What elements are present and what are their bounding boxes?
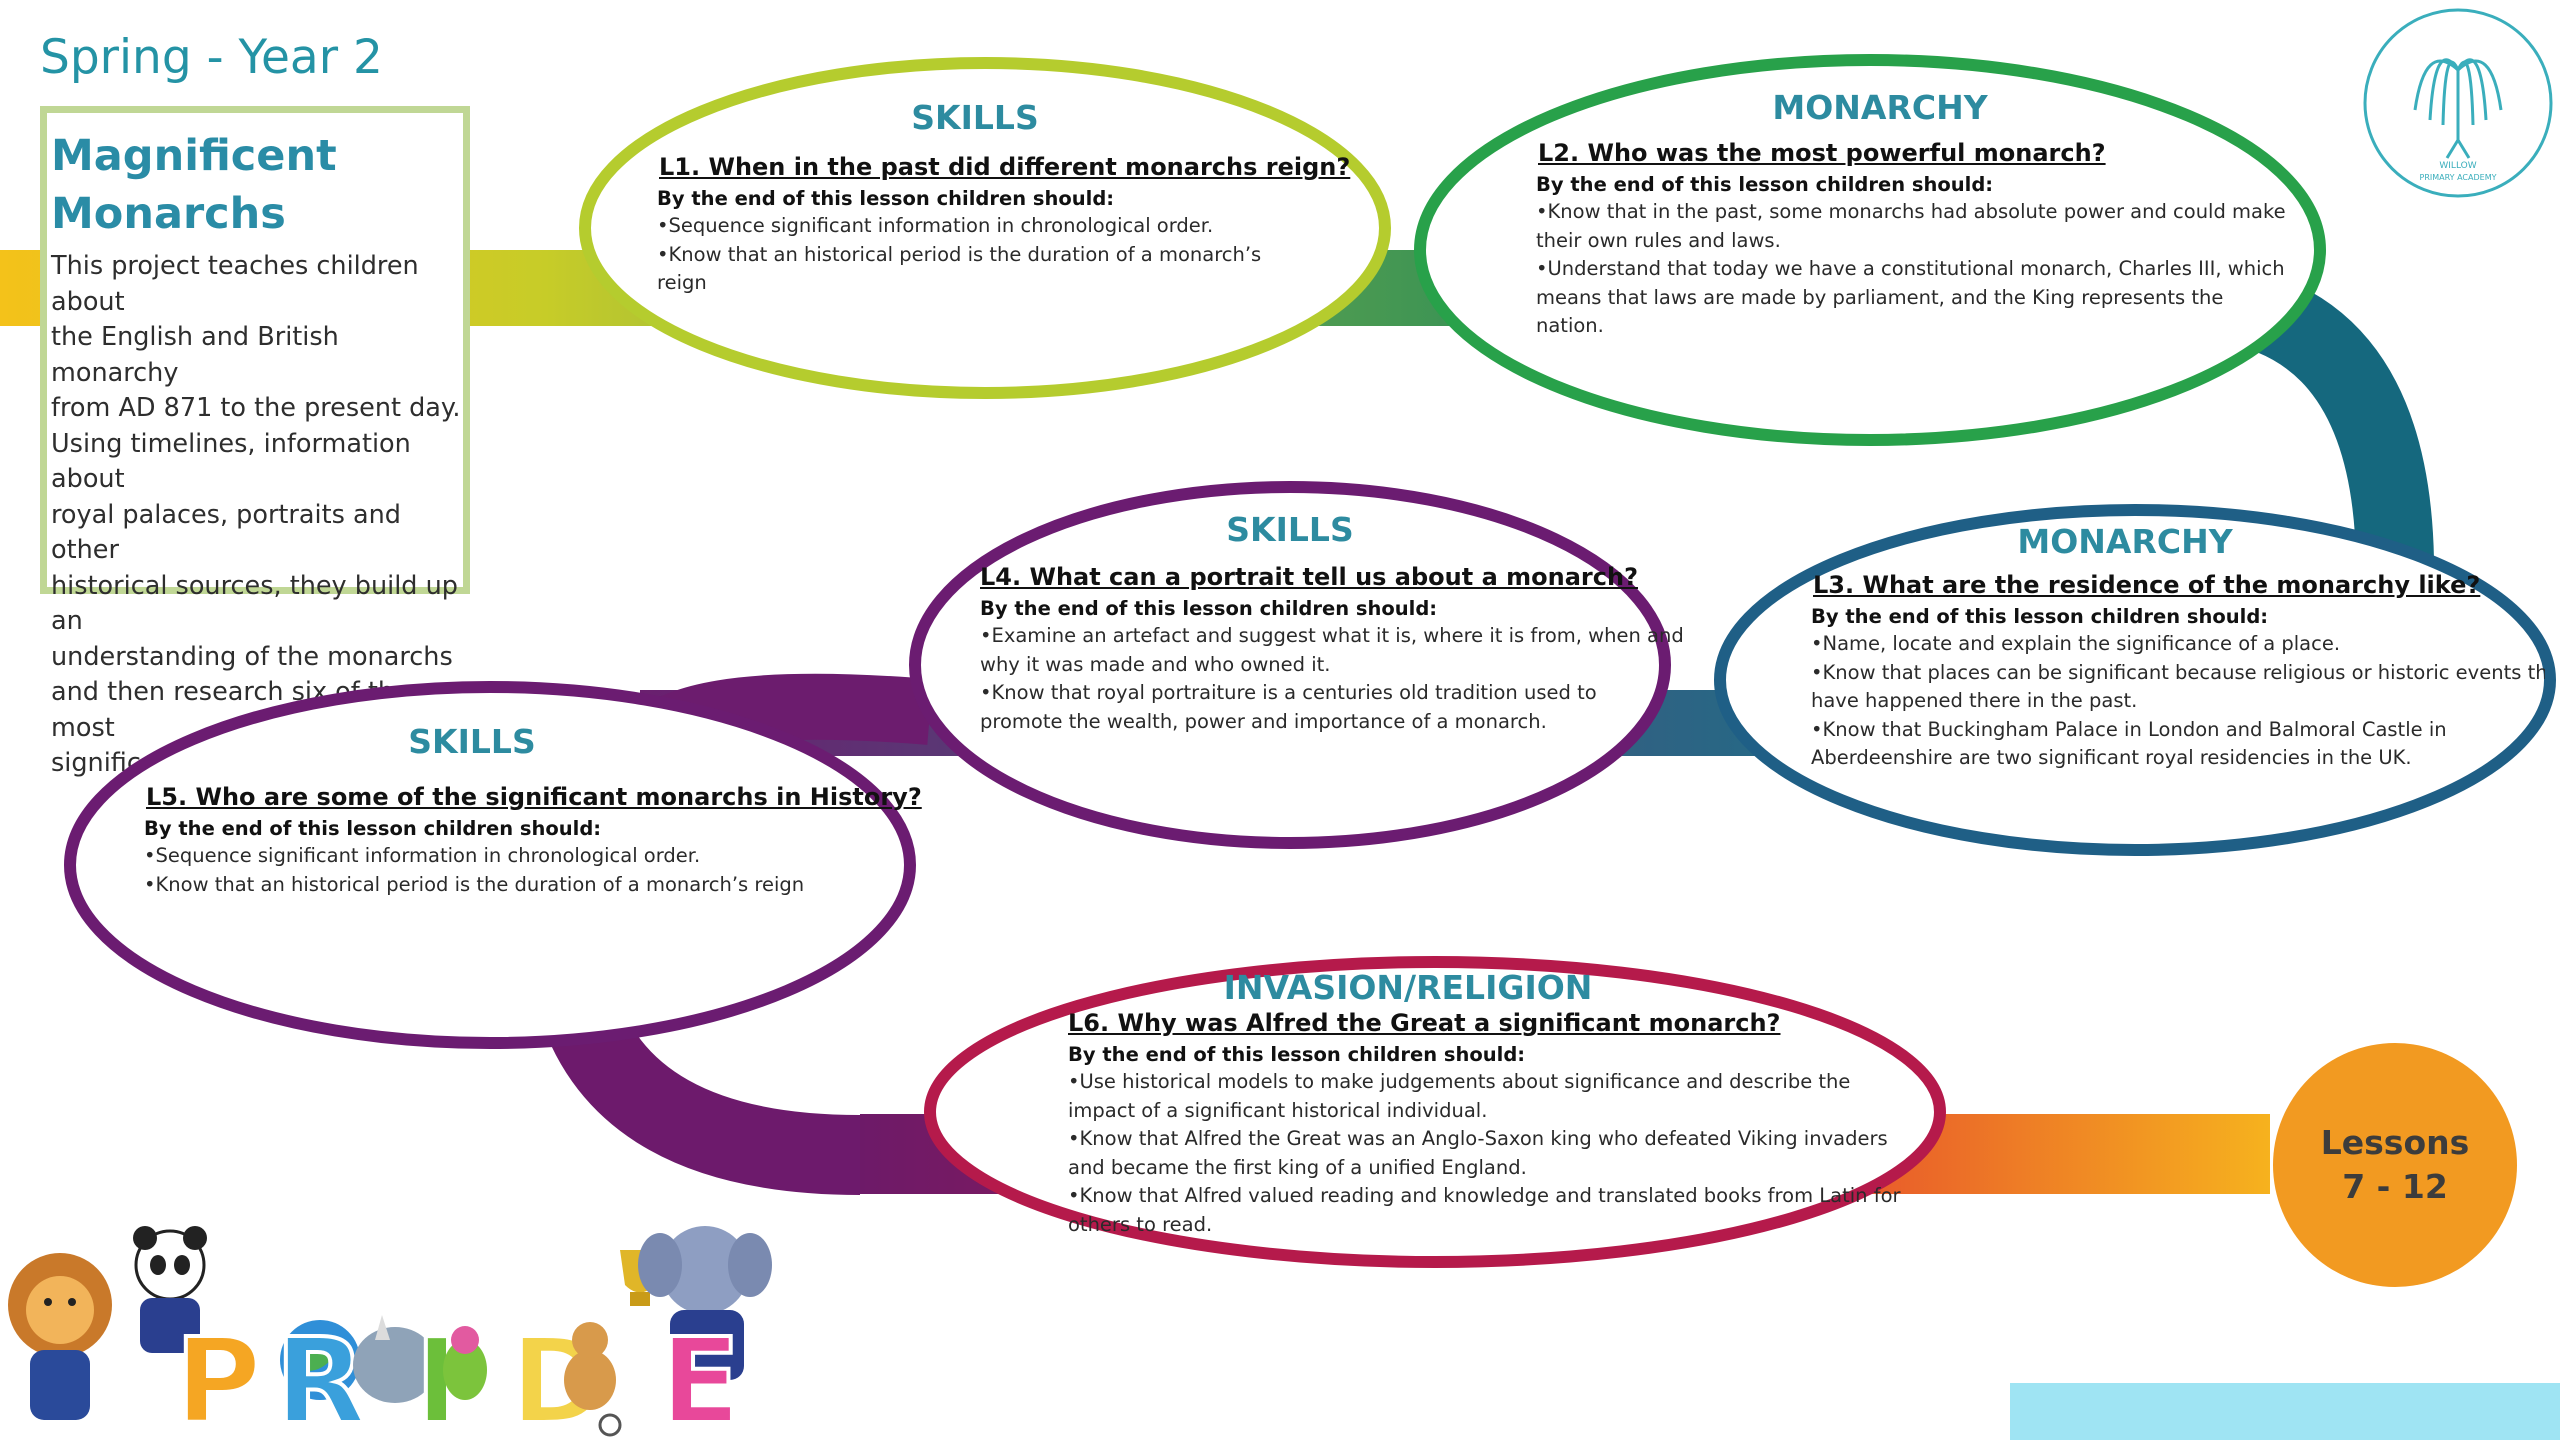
lesson-point: nation. xyxy=(1536,312,2330,341)
lesson-point: why it was made and who owned it. xyxy=(980,651,1700,680)
lesson-title: L2. Who was the most powerful monarch? xyxy=(1538,139,2330,167)
lesson-title: L1. When in the past did different monar… xyxy=(659,153,1295,181)
lesson-point: •Know that in the past, some monarchs ha… xyxy=(1536,198,2330,227)
lesson-category: SKILLS xyxy=(980,510,1600,549)
lesson-category: MONARCHY xyxy=(1530,88,2230,127)
lesson-point: their own rules and laws. xyxy=(1536,227,2330,256)
lesson-title: L4. What can a portrait tell us about a … xyxy=(980,563,1700,591)
lesson-title: L5. Who are some of the significant mona… xyxy=(146,783,902,811)
lesson-card-l1: SKILLS L1. When in the past did differen… xyxy=(655,98,1295,298)
school-logo: WILLOW PRIMARY ACADEMY xyxy=(2355,0,2560,205)
lesson-title: L3. What are the residence of the monarc… xyxy=(1813,571,2545,599)
lesson-lead: By the end of this lesson children shoul… xyxy=(1811,605,2545,628)
lesson-point: •Sequence significant information in chr… xyxy=(144,842,902,871)
lesson-point: •Know that Buckingham Palace in London a… xyxy=(1811,716,2545,745)
lesson-point: •Know that Alfred the Great was an Anglo… xyxy=(1068,1125,1908,1154)
lesson-category: SKILLS xyxy=(142,722,802,761)
lesson-card-l3: MONARCHY L3. What are the residence of t… xyxy=(1805,522,2545,773)
lesson-card-l6: INVASION/RELIGION L6. Why was Alfred the… xyxy=(1068,968,1908,1239)
lesson-point: means that laws are made by parliament, … xyxy=(1536,284,2330,313)
pride-letter-p: P xyxy=(175,1312,261,1440)
lesson-point: •Sequence significant information in chr… xyxy=(657,212,1295,241)
lessons-badge: Lessons 7 - 12 xyxy=(2273,1043,2517,1287)
lesson-point: •Know that royal portraiture is a centur… xyxy=(980,679,1700,708)
lesson-lead: By the end of this lesson children shoul… xyxy=(1068,1043,1908,1066)
footer-strip xyxy=(2010,1383,2560,1440)
badge-line: 7 - 12 xyxy=(2342,1165,2448,1209)
lesson-card-l2: MONARCHY L2. Who was the most powerful m… xyxy=(1530,88,2330,341)
lesson-point: •Know that an historical period is the d… xyxy=(657,241,1295,298)
school-logo-text: PRIMARY ACADEMY xyxy=(2420,173,2497,182)
lesson-card-l5: SKILLS L5. Who are some of the significa… xyxy=(142,722,902,899)
lesson-point: others to read. xyxy=(1068,1211,1908,1240)
pride-letter-r: R xyxy=(275,1312,366,1440)
lesson-point: impact of a significant historical indiv… xyxy=(1068,1097,1908,1126)
lesson-lead: By the end of this lesson children shoul… xyxy=(980,597,1700,620)
lesson-point: •Understand that today we have a constit… xyxy=(1536,255,2330,284)
lesson-point: and became the first king of a unified E… xyxy=(1068,1154,1908,1183)
lesson-category: SKILLS xyxy=(655,98,1295,137)
lesson-point: •Know that Alfred valued reading and kno… xyxy=(1068,1182,1908,1211)
lesson-point: •Use historical models to make judgement… xyxy=(1068,1068,1908,1097)
lesson-point: •Know that places can be significant bec… xyxy=(1811,659,2545,688)
lesson-category: MONARCHY xyxy=(1805,522,2445,561)
badge-line: Lessons xyxy=(2321,1121,2470,1165)
lesson-lead: By the end of this lesson children shoul… xyxy=(657,187,1295,210)
lesson-point: have happened there in the past. xyxy=(1811,687,2545,716)
lesson-point: •Examine an artefact and suggest what it… xyxy=(980,622,1700,651)
lesson-point: •Know that an historical period is the d… xyxy=(144,871,902,900)
lesson-lead: By the end of this lesson children shoul… xyxy=(144,817,902,840)
lion-mascot-icon xyxy=(8,1253,112,1420)
lesson-lead: By the end of this lesson children shoul… xyxy=(1536,173,2330,196)
pride-letter-e: E xyxy=(660,1312,741,1440)
lesson-card-l4: SKILLS L4. What can a portrait tell us a… xyxy=(980,510,1700,736)
lesson-point: Aberdeenshire are two significant royal … xyxy=(1811,744,2545,773)
lesson-title: L6. Why was Alfred the Great a significa… xyxy=(1068,1009,1908,1037)
pride-logo: P R I D E xyxy=(0,1210,800,1440)
school-logo-text: WILLOW xyxy=(2439,161,2476,171)
lesson-point: •Name, locate and explain the significan… xyxy=(1811,630,2545,659)
lesson-category: INVASION/RELIGION xyxy=(1068,968,1748,1007)
lesson-point: promote the wealth, power and importance… xyxy=(980,708,1700,737)
